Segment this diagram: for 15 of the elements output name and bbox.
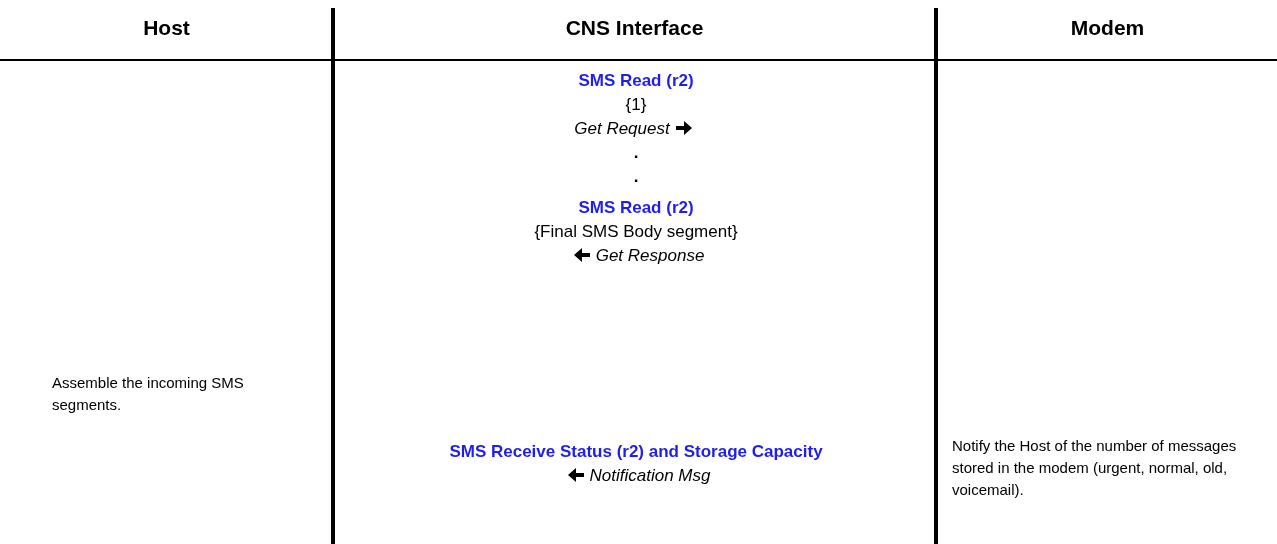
message-name: SMS Read (r2) — [578, 198, 694, 217]
parameter-text: {Final SMS Body segment} — [534, 222, 738, 241]
message-type: Get Response — [595, 246, 705, 265]
ellipsis-dot: . — [633, 143, 639, 162]
message-name: SMS Read (r2) — [578, 71, 694, 90]
message-type: Notification Msg — [589, 466, 711, 485]
parameter-text: {1} — [625, 95, 647, 114]
column-header: Modem — [1069, 16, 1146, 40]
note-text: Assemble the incoming SMS segments. — [52, 373, 245, 415]
note-text: Notify the Host of the number of messages stored in the modem (urgent, normal, old, voicemail). — [952, 436, 1238, 500]
column-header: Host — [142, 16, 191, 40]
message-type: Get Request — [574, 119, 670, 138]
ellipsis-dot: . — [633, 167, 639, 186]
column-header: CNS Interface — [564, 16, 705, 40]
message-name: SMS Receive Status (r2) and Storage Capacity — [449, 442, 823, 461]
